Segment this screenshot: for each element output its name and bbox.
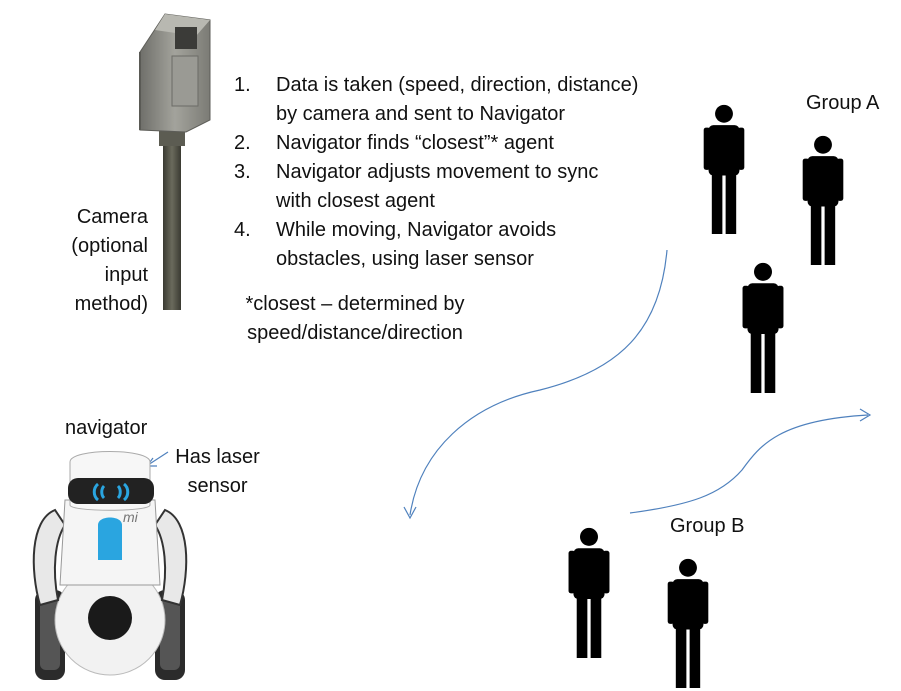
footnote-line: speed/distance/direction <box>247 322 463 344</box>
navigator-label: navigator <box>65 417 148 439</box>
person-icon <box>568 527 610 658</box>
step-number: 3. <box>234 161 251 183</box>
step-1: 1. Data is taken (speed, direction, dist… <box>234 71 684 129</box>
footnote-line: *closest – determined by <box>245 293 465 315</box>
group-b <box>568 527 709 688</box>
step-text-line: with closest agent <box>276 190 435 212</box>
closest-footnote: *closest – determined by speed/distance/… <box>220 290 490 348</box>
person-icon <box>667 558 709 688</box>
camera-label-line: (optional <box>71 235 148 257</box>
step-4: 4. While moving, Navigator avoids obstac… <box>234 216 684 274</box>
camera-pole <box>163 120 181 310</box>
step-text-line: Data is taken (speed, direction, distanc… <box>276 74 639 96</box>
group-b-label: Group B <box>670 515 745 537</box>
camera-label-line: Camera <box>76 206 148 228</box>
camera-label-line: input <box>104 264 148 286</box>
person-icon <box>742 262 784 393</box>
group-a <box>703 104 844 393</box>
robot-logo-text: mi <box>123 509 139 525</box>
laser-sensor-label: Has laser sensor <box>170 443 265 501</box>
step-text-line: by camera and sent to Navigator <box>276 103 566 125</box>
person-icon <box>703 104 745 234</box>
pole-bracket <box>159 130 185 146</box>
speed-camera <box>139 13 211 310</box>
laser-label-line: sensor <box>187 475 248 497</box>
camera-label-line: method) <box>74 293 148 315</box>
laser-label-line: Has laser <box>175 446 260 468</box>
navigator-robot: mi <box>32 451 188 680</box>
steps-list: 1. Data is taken (speed, direction, dist… <box>234 71 684 274</box>
step-text-line: Navigator finds “closest”* agent <box>276 132 554 154</box>
group-a-label: Group A <box>806 92 880 114</box>
camera-label: Camera (optional input method) <box>40 203 148 319</box>
step-number: 1. <box>234 74 251 96</box>
camera-lens <box>175 27 197 49</box>
person-icon <box>802 135 844 265</box>
step-2: 2. Navigator finds “closest”* agent <box>234 129 684 158</box>
step-text-line: Navigator adjusts movement to sync <box>276 161 599 183</box>
arrow-group-b-right <box>629 408 872 514</box>
step-number: 4. <box>234 219 251 241</box>
arrow-group-a-to-navigator <box>403 249 668 520</box>
step-3: 3. Navigator adjusts movement to sync wi… <box>234 158 684 216</box>
step-number: 2. <box>234 132 251 154</box>
step-text-line: While moving, Navigator avoids <box>276 219 557 241</box>
step-text-line: obstacles, using laser sensor <box>276 248 534 270</box>
